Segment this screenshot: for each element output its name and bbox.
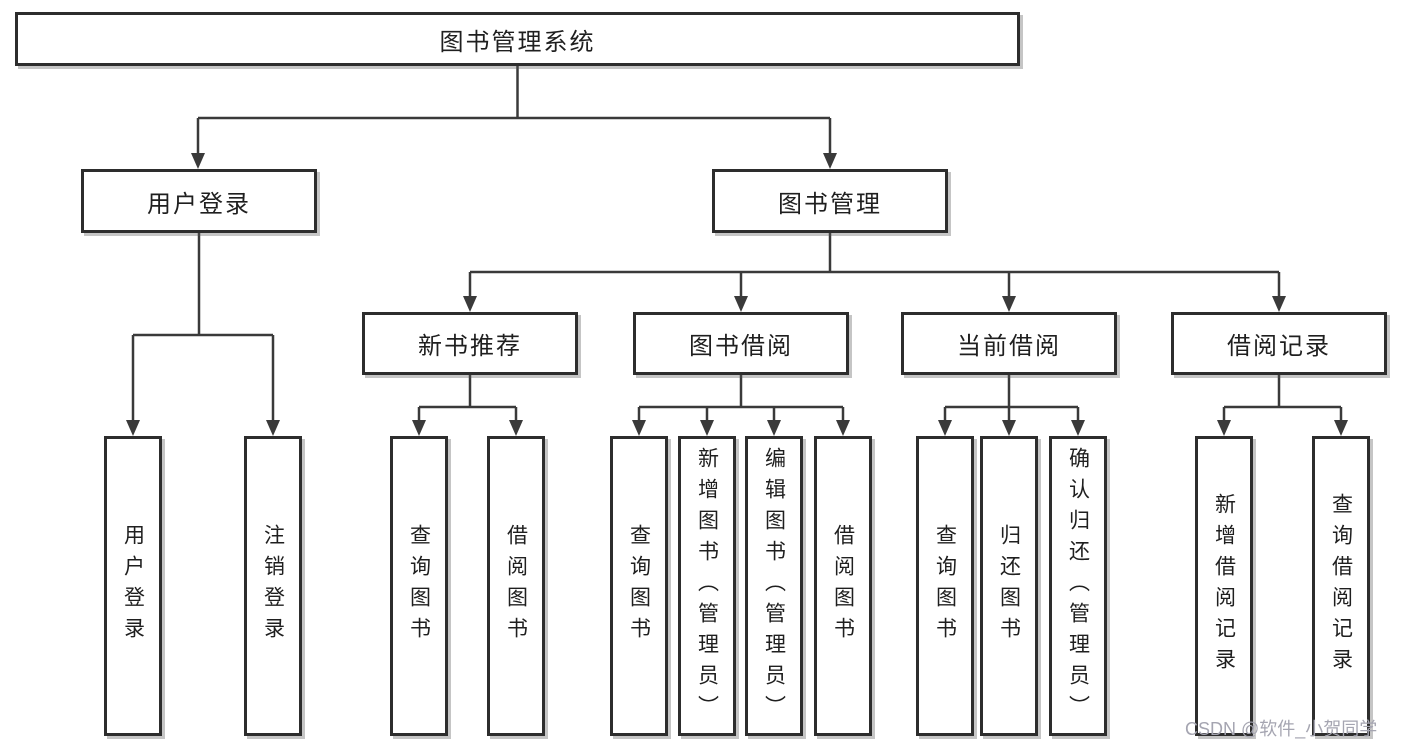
arrowheads [126, 153, 1348, 436]
leaf-current-return-books: 归还图书 [980, 436, 1038, 736]
node-root: 图书管理系统 [15, 12, 1020, 66]
leaf-borrow-query-books: 查询图书 [610, 436, 668, 736]
leaf-borrow-add-books-admin: 新增图书（管理员） [678, 436, 736, 736]
node-new-book-recommend: 新书推荐 [362, 312, 578, 375]
node-user-login: 用户登录 [81, 169, 317, 233]
leaf-recommend-query-books: 查询图书 [390, 436, 448, 736]
leaf-records-query-record: 查询借阅记录 [1312, 436, 1370, 736]
node-current-borrow: 当前借阅 [901, 312, 1117, 375]
node-book-borrow: 图书借阅 [633, 312, 849, 375]
leaf-borrow-borrow-books: 借阅图书 [814, 436, 872, 736]
leaf-current-confirm-return-admin: 确认归还（管理员） [1049, 436, 1107, 736]
leaf-borrow-edit-books-admin: 编辑图书（管理员） [745, 436, 803, 736]
node-borrow-records: 借阅记录 [1171, 312, 1387, 375]
leaf-logout: 注销登录 [244, 436, 302, 736]
leaf-current-query-books: 查询图书 [916, 436, 974, 736]
leaf-user-login: 用户登录 [104, 436, 162, 736]
watermark: CSDN @软件_小贺同学 [1185, 719, 1378, 739]
node-book-management: 图书管理 [712, 169, 948, 233]
leaf-recommend-borrow-books: 借阅图书 [487, 436, 545, 736]
leaf-records-add-record: 新增借阅记录 [1195, 436, 1253, 736]
